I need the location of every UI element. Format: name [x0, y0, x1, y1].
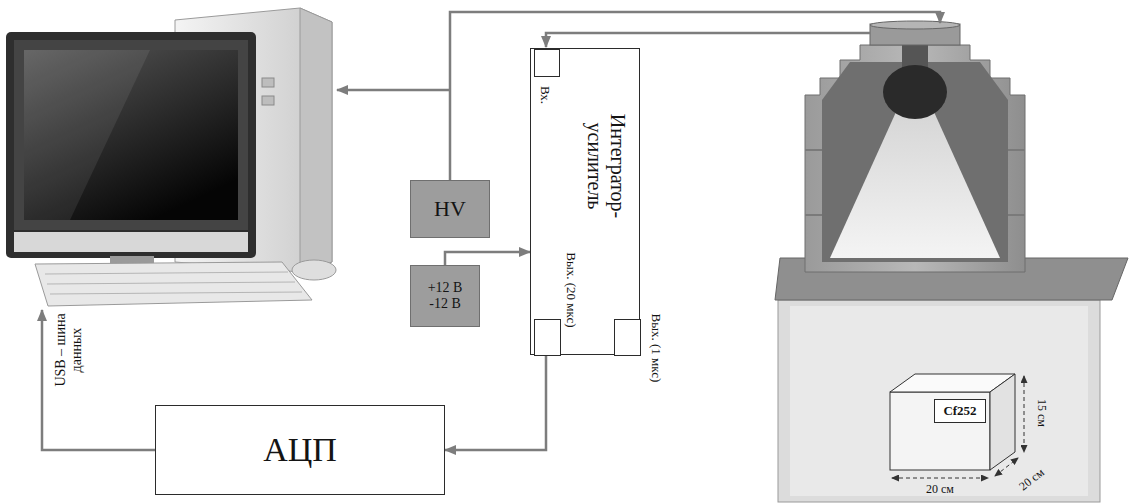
usb-cable: [42, 310, 155, 450]
signal-connector: [445, 252, 530, 265]
port-square: [534, 319, 561, 356]
annotation-label: USB – шина данных: [53, 310, 85, 390]
keyboard: [35, 262, 312, 306]
wires: [42, 12, 940, 450]
monitor-screen: [24, 50, 238, 220]
signal-connector: [445, 355, 546, 450]
cube-side: [990, 374, 1015, 470]
source-box: Cf252: [934, 399, 986, 423]
node-text: Интегратор-усилитель: [583, 104, 629, 229]
pmt-bulb: [883, 65, 947, 119]
power-supply-box: HV: [410, 180, 490, 238]
control-cable: [337, 89, 450, 92]
mouse: [292, 260, 336, 280]
stand-box: [778, 300, 1100, 502]
dimension-line: [995, 458, 1018, 476]
dimension-line: [892, 478, 988, 479]
monitor-bezel: [6, 32, 256, 258]
tower-button: [262, 96, 274, 105]
port-square: [614, 319, 641, 356]
screen-reflection: [24, 50, 150, 220]
node-text: -12 В: [429, 296, 461, 312]
cube-front: [890, 392, 990, 470]
annotation-label: Вых. (20 мкс): [564, 252, 579, 327]
stand-recess: [790, 306, 1088, 496]
detector-illustration: [805, 21, 1025, 272]
monitor-frame: [14, 40, 248, 230]
stand-illustration: [775, 258, 1128, 502]
annotation-label: 15 см: [1034, 399, 1048, 427]
node-text: HV: [434, 196, 466, 221]
tank-body: [805, 45, 1025, 272]
tank-rib: [805, 149, 822, 151]
tower-drive: [262, 78, 274, 87]
keyboard-row: [50, 292, 302, 294]
computer-illustration: [6, 8, 336, 306]
lid-top: [870, 21, 960, 29]
source-cube: [890, 374, 1024, 478]
keyboard-row: [45, 272, 288, 274]
supply-box: +12 В-12 В: [410, 265, 480, 327]
signal-cable: [546, 33, 870, 47]
hv-cable: [450, 12, 940, 180]
tank-rib: [1008, 149, 1025, 151]
annotation-label: 20 см: [926, 483, 954, 497]
node-text: АЦП: [263, 430, 337, 469]
adc-box: АЦП: [155, 405, 445, 495]
node-text: +12 В: [428, 280, 463, 296]
tank-rib: [1008, 214, 1025, 216]
monitor-chin: [14, 232, 248, 252]
tower-side: [300, 8, 332, 272]
keyboard-row: [47, 282, 295, 284]
tank-rib: [805, 214, 822, 216]
dimension-line: [1024, 376, 1025, 452]
tank-cutaway: [822, 62, 1008, 262]
annotation-label: Вых. (1 мкс): [649, 314, 664, 383]
light-cone: [830, 112, 1000, 258]
port-square: [534, 49, 560, 77]
node-text: Cf252: [943, 404, 976, 419]
annotation-label: Вх.: [538, 86, 553, 104]
